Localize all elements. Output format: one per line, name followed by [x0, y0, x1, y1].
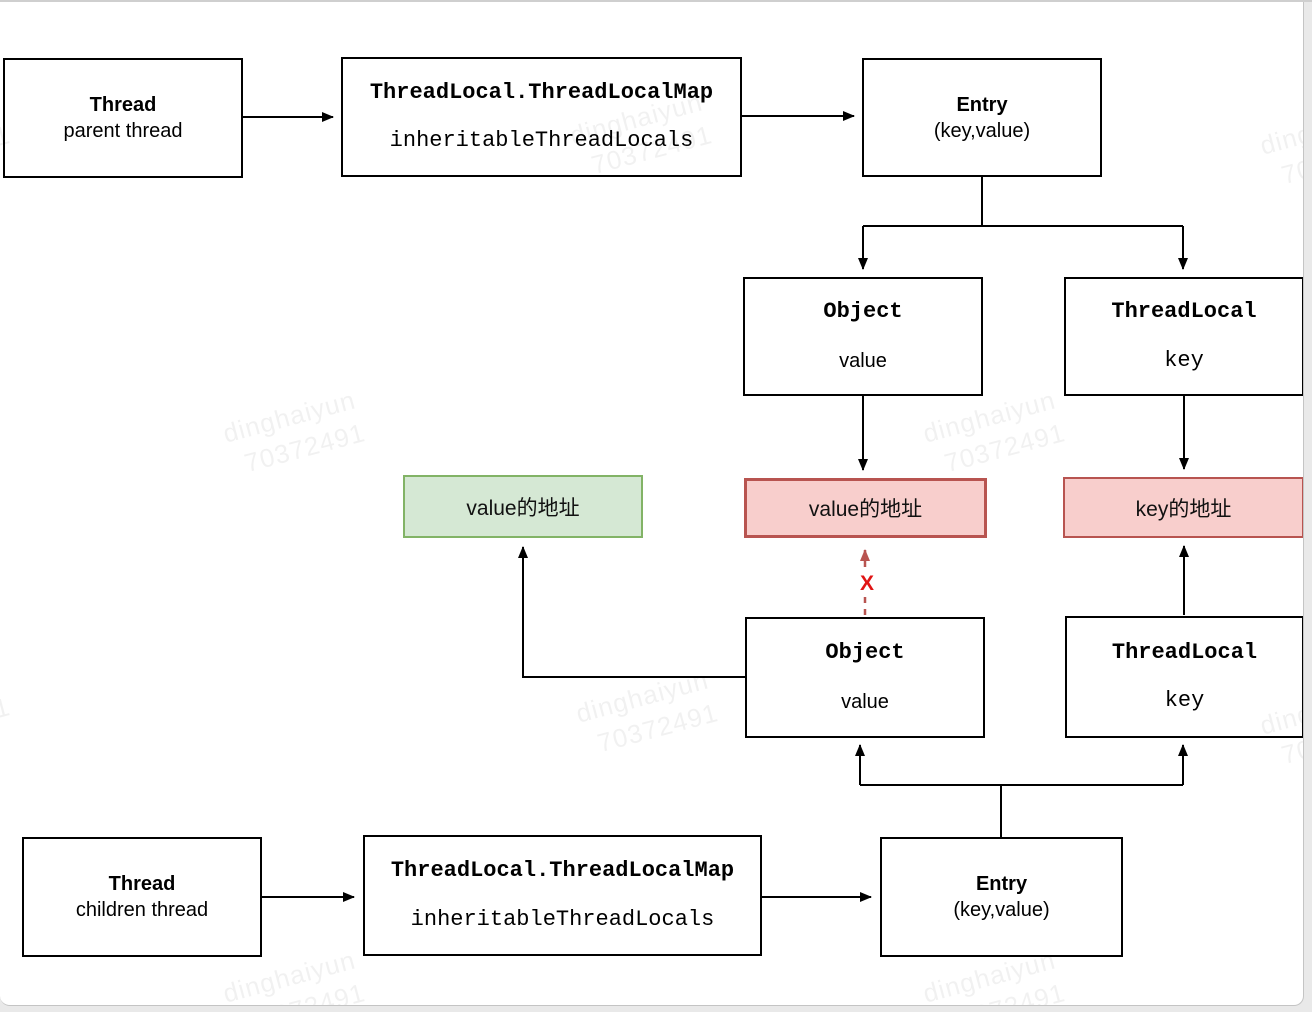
entry-child-subtitle: (key,value): [953, 899, 1050, 921]
threadlocal-child-subtitle: key: [1164, 688, 1205, 713]
blocked-cross-label: X: [855, 573, 879, 594]
entry-child-title: Entry: [975, 873, 1028, 895]
key-address-red-box: key的地址: [1063, 477, 1303, 538]
thread-parent-box: Thread parent thread: [3, 58, 243, 178]
frame-top-edge: [0, 0, 1312, 2]
object-parent-title: Object: [823, 299, 903, 325]
threadlocalmap-parent-subtitle: inheritableThreadLocals: [389, 128, 694, 153]
thread-parent-subtitle: parent thread: [63, 120, 183, 142]
threadlocal-parent-subtitle: key: [1164, 347, 1204, 373]
entry-child-box: Entry (key,value): [880, 837, 1123, 957]
threadlocalmap-parent-box: ThreadLocal.ThreadLocalMap inheritableTh…: [341, 57, 742, 177]
thread-child-box: Thread children thread: [22, 837, 262, 957]
threadlocalmap-child-title: ThreadLocal.ThreadLocalMap: [390, 858, 735, 884]
object-child-title: Object: [825, 640, 905, 666]
threadlocal-child-title: ThreadLocal: [1111, 639, 1258, 665]
threadlocalmap-child-box: ThreadLocal.ThreadLocalMap inheritableTh…: [363, 835, 762, 956]
threadlocalmap-parent-title: ThreadLocal.ThreadLocalMap: [369, 79, 714, 105]
threadlocalmap-child-subtitle: inheritableThreadLocals: [410, 906, 715, 932]
threadlocal-parent-box: ThreadLocal key: [1064, 277, 1303, 396]
entry-parent-box: Entry (key,value): [862, 58, 1102, 177]
threadlocal-parent-title: ThreadLocal: [1111, 299, 1257, 325]
object-parent-box: Object value: [743, 277, 983, 396]
value-address-green-box: value的地址: [403, 475, 643, 538]
object-child-box: Object value: [745, 617, 985, 738]
object-child-subtitle: value: [841, 690, 889, 713]
value-address-red-box: value的地址: [744, 478, 987, 538]
object-parent-subtitle: value: [839, 349, 887, 372]
thread-child-subtitle: children thread: [75, 899, 209, 921]
threadlocal-child-box: ThreadLocal key: [1065, 616, 1303, 738]
entry-parent-subtitle: (key,value): [933, 119, 1031, 142]
arrow-object-child-to-green-addr: [518, 546, 745, 678]
thread-parent-title: Thread: [89, 94, 157, 116]
thread-child-title: Thread: [108, 873, 176, 895]
entry-parent-title: Entry: [956, 93, 1008, 116]
